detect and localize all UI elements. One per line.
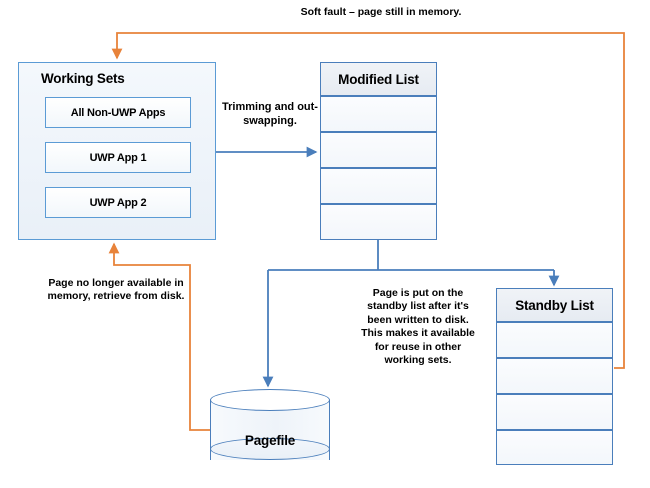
- working-sets-box[interactable]: Working Sets All Non-UWP Apps UWP App 1 …: [18, 62, 216, 240]
- cylinder-top-ellipse: [210, 389, 330, 411]
- connector-standby-to-working-sets: [111, 32, 625, 369]
- modified-list-box[interactable]: Modified List: [320, 62, 437, 240]
- working-set-item-uwp-app-1[interactable]: UWP App 1: [45, 142, 191, 173]
- modified-list-row[interactable]: [320, 168, 437, 204]
- note-trimming-and-out-swapping: Trimming and out-swapping.: [222, 101, 318, 128]
- standby-list-box[interactable]: Standby List: [496, 288, 613, 465]
- standby-list-row[interactable]: [496, 358, 613, 394]
- note-soft-fault: Soft fault – page still in memory.: [300, 6, 462, 18]
- cylinder-bottom-ellipse: [210, 438, 330, 460]
- modified-list-row[interactable]: [320, 96, 437, 132]
- standby-list-title: Standby List: [496, 288, 613, 322]
- modified-list-title: Modified List: [320, 62, 437, 96]
- pagefile-label: Pagefile: [244, 433, 296, 448]
- modified-list-row[interactable]: [320, 132, 437, 168]
- working-set-item-all-non-uwp-apps[interactable]: All Non-UWP Apps: [45, 97, 191, 128]
- note-standby-reuse: Page is put on the standby list after it…: [361, 287, 475, 367]
- standby-list-row[interactable]: [496, 394, 613, 430]
- working-sets-title: Working Sets: [41, 71, 125, 86]
- pagefile-cylinder[interactable]: Pagefile: [210, 389, 330, 471]
- modified-list-row[interactable]: [320, 204, 437, 240]
- connector-pagefile-to-working-sets: [108, 242, 211, 431]
- standby-list-row[interactable]: [496, 322, 613, 358]
- working-set-item-uwp-app-2[interactable]: UWP App 2: [45, 187, 191, 218]
- note-retrieve-from-disk: Page no longer available in memory, retr…: [47, 277, 185, 303]
- standby-list-row[interactable]: [496, 430, 613, 465]
